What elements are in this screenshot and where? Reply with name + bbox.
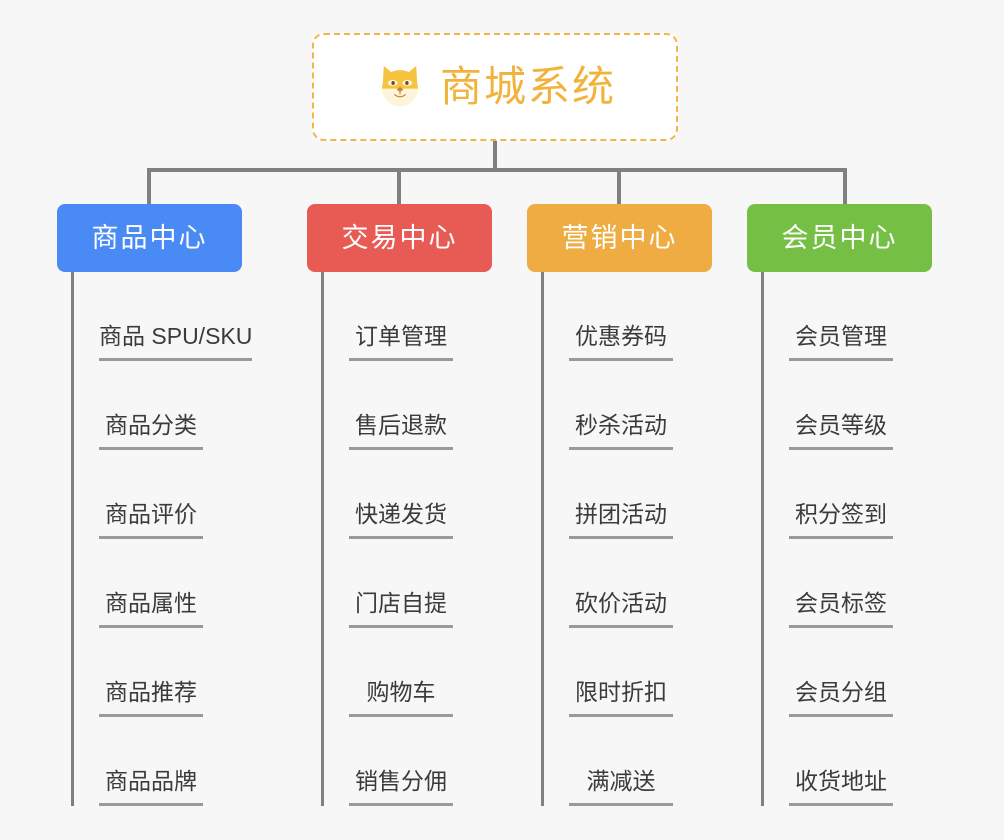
list-item[interactable]: 积分签到 [747,450,932,539]
list-item[interactable]: 会员分组 [747,628,932,717]
leaf-label: 会员标签 [789,592,893,628]
list-item[interactable]: 收货地址 [747,717,932,806]
leaf-label: 限时折扣 [569,681,673,717]
leaf-label: 商品评价 [99,503,203,539]
list-item[interactable]: 商品评价 [57,450,252,539]
category-label: 商品中心 [91,222,208,253]
list-item[interactable]: 商品品牌 [57,717,252,806]
category-column-1: 交易中心 订单管理 售后退款 快递发货 门店自提 购物车 销售分佣 [307,204,492,806]
leaf-label: 购物车 [349,681,453,717]
root-node[interactable]: 商城系统 [312,33,678,141]
leaf-label: 销售分佣 [349,770,453,806]
list-item[interactable]: 商品属性 [57,539,252,628]
list-item[interactable]: 拼团活动 [527,450,712,539]
leaf-label: 会员管理 [789,325,893,361]
category-label: 交易中心 [341,222,458,253]
category-column-3: 会员中心 会员管理 会员等级 积分签到 会员标签 会员分组 收货地址 [747,204,932,806]
list-item[interactable]: 商品分类 [57,361,252,450]
leaf-label: 秒杀活动 [569,414,673,450]
category-header-3[interactable]: 会员中心 [747,204,932,272]
category-label: 会员中心 [781,222,898,253]
leaf-label: 商品 SPU/SKU [99,325,253,361]
category-header-1[interactable]: 交易中心 [307,204,492,272]
list-item[interactable]: 优惠券码 [527,272,712,361]
list-item[interactable]: 售后退款 [307,361,492,450]
leaf-spine [761,272,764,806]
list-item[interactable]: 订单管理 [307,272,492,361]
leaf-label: 订单管理 [349,325,453,361]
list-item[interactable]: 门店自提 [307,539,492,628]
category-header-2[interactable]: 营销中心 [527,204,712,272]
leaf-label: 满减送 [569,770,673,806]
list-item[interactable]: 会员等级 [747,361,932,450]
leaf-label: 会员分组 [789,681,893,717]
list-item[interactable]: 快递发货 [307,450,492,539]
leaf-label: 拼团活动 [569,503,673,539]
leaf-label: 优惠券码 [569,325,673,361]
shiba-dog-icon [382,65,418,107]
leaf-label: 会员等级 [789,414,893,450]
leaf-label: 积分签到 [789,503,893,539]
list-item[interactable]: 商品推荐 [57,628,252,717]
list-item[interactable]: 商品 SPU/SKU [57,272,253,361]
leaf-list-1: 订单管理 售后退款 快递发货 门店自提 购物车 销售分佣 [307,272,492,806]
connector-drop-3 [843,168,847,206]
leaf-label: 商品推荐 [99,681,203,717]
category-column-0: 商品中心 商品 SPU/SKU 商品分类 商品评价 商品属性 商品推荐 商品品牌 [57,204,253,806]
leaf-spine [541,272,544,806]
connector-root-stem [493,141,497,172]
connector-drop-0 [147,168,151,206]
category-column-2: 营销中心 优惠券码 秒杀活动 拼团活动 砍价活动 限时折扣 满减送 [527,204,712,806]
category-label: 营销中心 [561,222,678,253]
leaf-spine [321,272,324,806]
leaf-label: 商品品牌 [99,770,203,806]
list-item[interactable]: 购物车 [307,628,492,717]
list-item[interactable]: 秒杀活动 [527,361,712,450]
leaf-label: 门店自提 [349,592,453,628]
list-item[interactable]: 限时折扣 [527,628,712,717]
leaf-list-0: 商品 SPU/SKU 商品分类 商品评价 商品属性 商品推荐 商品品牌 [57,272,253,806]
connector-drop-2 [617,168,621,206]
leaf-label: 商品属性 [99,592,203,628]
leaf-label: 快递发货 [349,503,453,539]
list-item[interactable]: 砍价活动 [527,539,712,628]
leaf-label: 砍价活动 [569,592,673,628]
leaf-label: 商品分类 [99,414,203,450]
leaf-label: 收货地址 [789,770,893,806]
list-item[interactable]: 满减送 [527,717,712,806]
list-item[interactable]: 销售分佣 [307,717,492,806]
leaf-spine [71,272,74,806]
list-item[interactable]: 会员标签 [747,539,932,628]
leaf-label: 售后退款 [349,414,453,450]
leaf-list-3: 会员管理 会员等级 积分签到 会员标签 会员分组 收货地址 [747,272,932,806]
page-title: 商城系统 [439,63,616,110]
connector-drop-1 [397,168,401,206]
leaf-list-2: 优惠券码 秒杀活动 拼团活动 砍价活动 限时折扣 满减送 [527,272,712,806]
category-header-0[interactable]: 商品中心 [57,204,242,272]
list-item[interactable]: 会员管理 [747,272,932,361]
connector-bus [147,168,847,172]
